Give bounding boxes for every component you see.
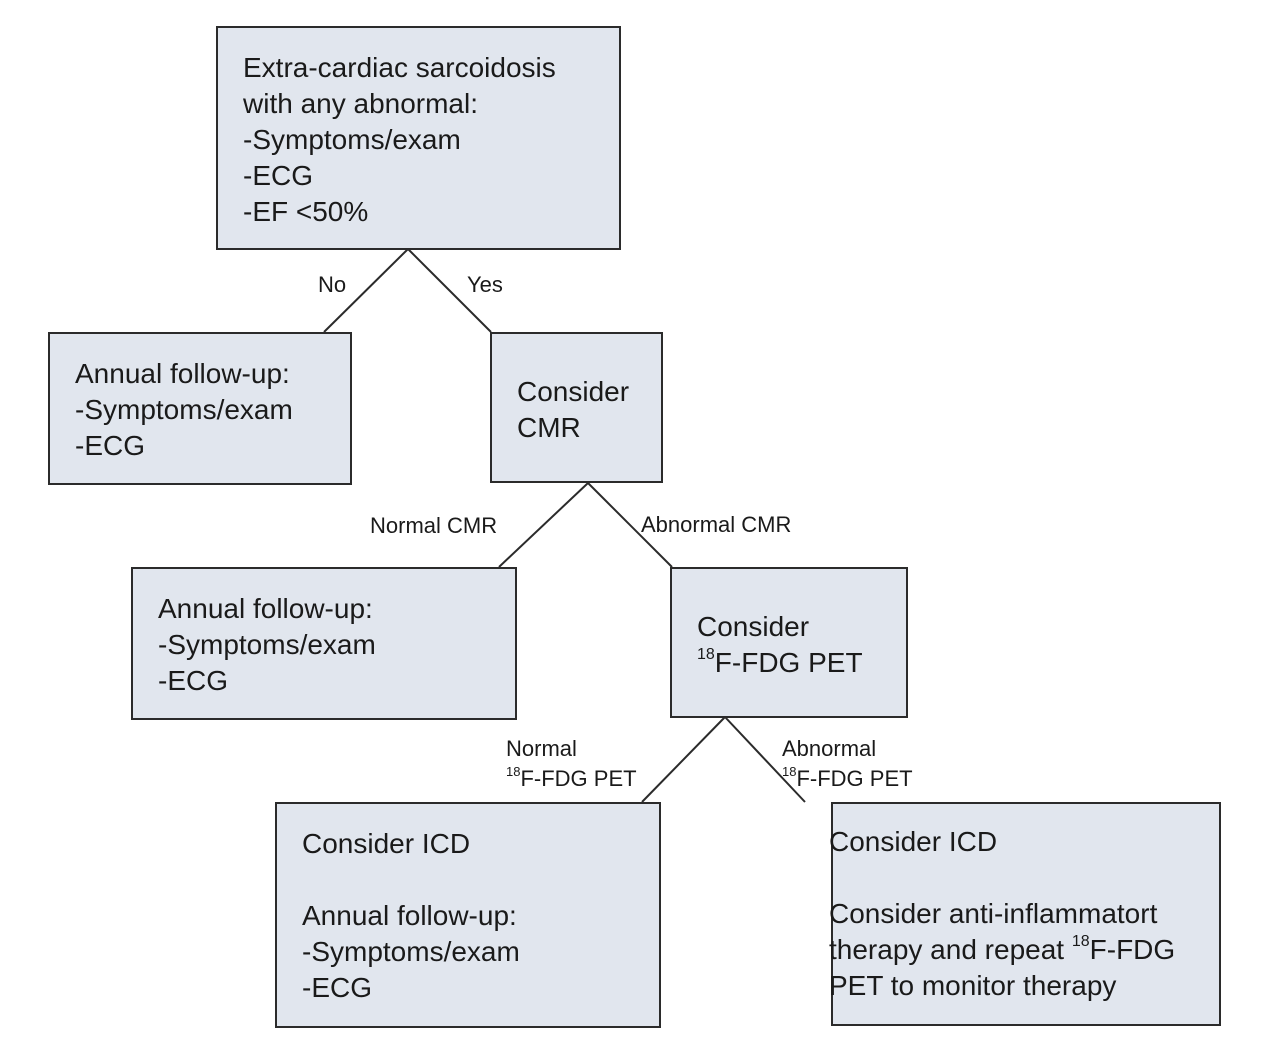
- annual-followup-box-2: Annual follow-up: -Symptoms/exam -ECG: [131, 567, 517, 720]
- pet-isotope: 18: [697, 646, 715, 663]
- annual-2-line-1: Annual follow-up:: [158, 593, 373, 624]
- annual-1-line-1: Annual follow-up:: [75, 358, 290, 389]
- edge-cmr-to-pet: [587, 482, 673, 568]
- edge-label-abnormal-cmr: Abnormal CMR: [641, 512, 792, 537]
- edge-label-normal-cmr: Normal CMR: [370, 513, 498, 538]
- root-line-4: -ECG: [243, 160, 313, 191]
- edge-label-normal-pet: Normal 18F-FDG PET: [506, 734, 637, 794]
- annual-1-line-2: -Symptoms/exam: [75, 394, 293, 425]
- edge-label-abnormal-pet: Abnormal 18F-FDG PET: [782, 734, 913, 794]
- icd-normal-pet-box: Consider ICD Annual follow-up: -Symptoms…: [275, 802, 661, 1028]
- edge-label-yes: Yes: [467, 272, 503, 297]
- normal-pet-tracer: F-FDG PET: [520, 766, 637, 791]
- icd-abnormal-line-1: Consider anti-inflammatort: [829, 898, 1158, 929]
- icd-normal-line-2: -Symptoms/exam: [302, 936, 520, 967]
- cmr-line-2: CMR: [517, 412, 581, 443]
- cmr-line-1: Consider: [517, 376, 630, 407]
- edge-label-no: No: [318, 272, 347, 297]
- annual-followup-box-1: Annual follow-up: -Symptoms/exam -ECG: [48, 332, 352, 485]
- annual-2-line-3: -ECG: [158, 665, 228, 696]
- pet-tracer: F-FDG PET: [714, 647, 863, 678]
- icd-abnormal-title: Consider ICD: [829, 826, 998, 857]
- root-line-1: Extra-cardiac sarcoidosis: [243, 52, 556, 83]
- icd-abnormal-content: Consider ICD Consider anti-inflammatort …: [829, 824, 1175, 1004]
- icd-abnormal-isotope: 18: [1071, 933, 1090, 950]
- pet-line-2: 18F-FDG PET: [697, 645, 906, 681]
- abnormal-pet-tracer: F-FDG PET: [796, 766, 913, 791]
- normal-pet-line-1: Normal: [506, 736, 577, 761]
- abnormal-pet-line-2: 18F-FDG PET: [782, 764, 913, 794]
- edge-pet-to-icd-normal: [641, 716, 726, 803]
- edge-root-to-annual: [323, 248, 409, 333]
- icd-normal-line-1: Annual follow-up:: [302, 900, 517, 931]
- icd-abnormal-line-2-post: F-FDG: [1089, 934, 1176, 965]
- root-line-2: with any abnormal:: [243, 88, 479, 119]
- normal-pet-isotope: 18: [506, 764, 521, 779]
- abnormal-pet-isotope: 18: [782, 764, 797, 779]
- icd-normal-title: Consider ICD: [302, 828, 471, 859]
- icd-abnormal-line-2-pre: therapy and repeat: [829, 934, 1072, 965]
- icd-abnormal-line-2: therapy and repeat 18F-FDG: [829, 932, 1175, 968]
- consider-cmr-box: Consider CMR: [490, 332, 663, 483]
- annual-2-line-2: -Symptoms/exam: [158, 629, 376, 660]
- annual-1-line-3: -ECG: [75, 430, 145, 461]
- root-line-5: -EF <50%: [243, 196, 369, 227]
- edge-cmr-to-annual: [498, 482, 589, 568]
- edge-pet-to-icd-abnormal: [724, 716, 806, 803]
- pet-line-1: Consider: [697, 611, 810, 642]
- icd-normal-line-3: -ECG: [302, 972, 372, 1003]
- abnormal-pet-line-1: Abnormal: [782, 736, 877, 761]
- icd-abnormal-line-3: PET to monitor therapy: [829, 970, 1117, 1001]
- root-criteria-box: Extra-cardiac sarcoidosis with any abnor…: [216, 26, 621, 250]
- consider-pet-box: Consider 18F-FDG PET: [670, 567, 908, 718]
- normal-pet-line-2: 18F-FDG PET: [506, 764, 637, 794]
- root-line-3: -Symptoms/exam: [243, 124, 461, 155]
- edge-root-to-cmr: [407, 248, 492, 333]
- icd-abnormal-pet-box: [831, 802, 1221, 1026]
